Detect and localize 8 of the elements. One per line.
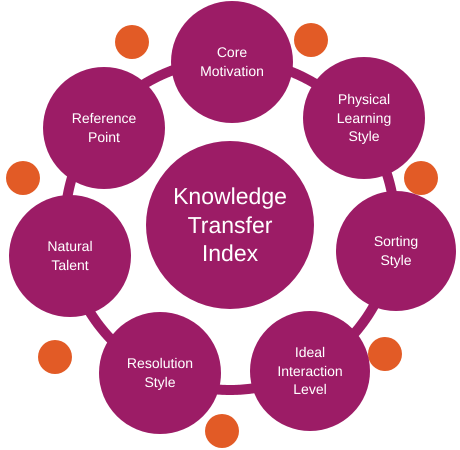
node-label: Resolution Style [126, 354, 194, 392]
node-label: Reference Point [70, 109, 138, 147]
node-label: Physical Learning Style [336, 90, 392, 146]
node-label: Ideal Interaction Level [276, 342, 344, 400]
node-label: Core Motivation [199, 43, 265, 81]
node-label: Natural Talent [46, 237, 94, 275]
node-label: Sorting Style [372, 232, 420, 270]
node-label: Knowledge Transfer Index [172, 182, 288, 268]
